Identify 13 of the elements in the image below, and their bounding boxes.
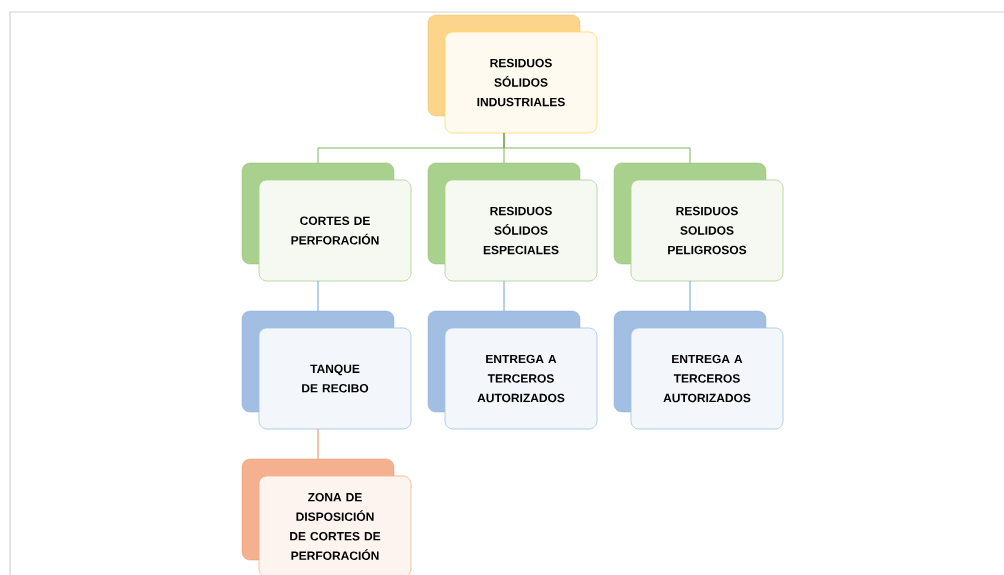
process-box: TANQUE DE RECIBO bbox=[241, 310, 412, 430]
process-box: ENTREGA A TERCEROS AUTORIZADOS bbox=[613, 310, 784, 430]
connector-line bbox=[689, 280, 691, 312]
process-box: RESIDUOS SÓLIDOS ESPECIALES bbox=[427, 162, 598, 282]
process-box: CORTES DE PERFORACIÓN bbox=[241, 162, 412, 282]
connector-line bbox=[317, 428, 319, 460]
process-box: RESIDUOS SOLIDOS PELIGROSOS bbox=[613, 162, 784, 282]
connector-line bbox=[503, 132, 691, 164]
connector-line bbox=[317, 280, 319, 312]
connector-line bbox=[503, 280, 505, 312]
process-box: ZONA DE DISPOSICIÓN DE CORTES DE PERFORACIÓN bbox=[241, 458, 412, 575]
process-box: ENTREGA A TERCEROS AUTORIZADOS bbox=[427, 310, 598, 430]
process-box: RESIDUOS SÓLIDOS INDUSTRIALES bbox=[427, 14, 598, 134]
